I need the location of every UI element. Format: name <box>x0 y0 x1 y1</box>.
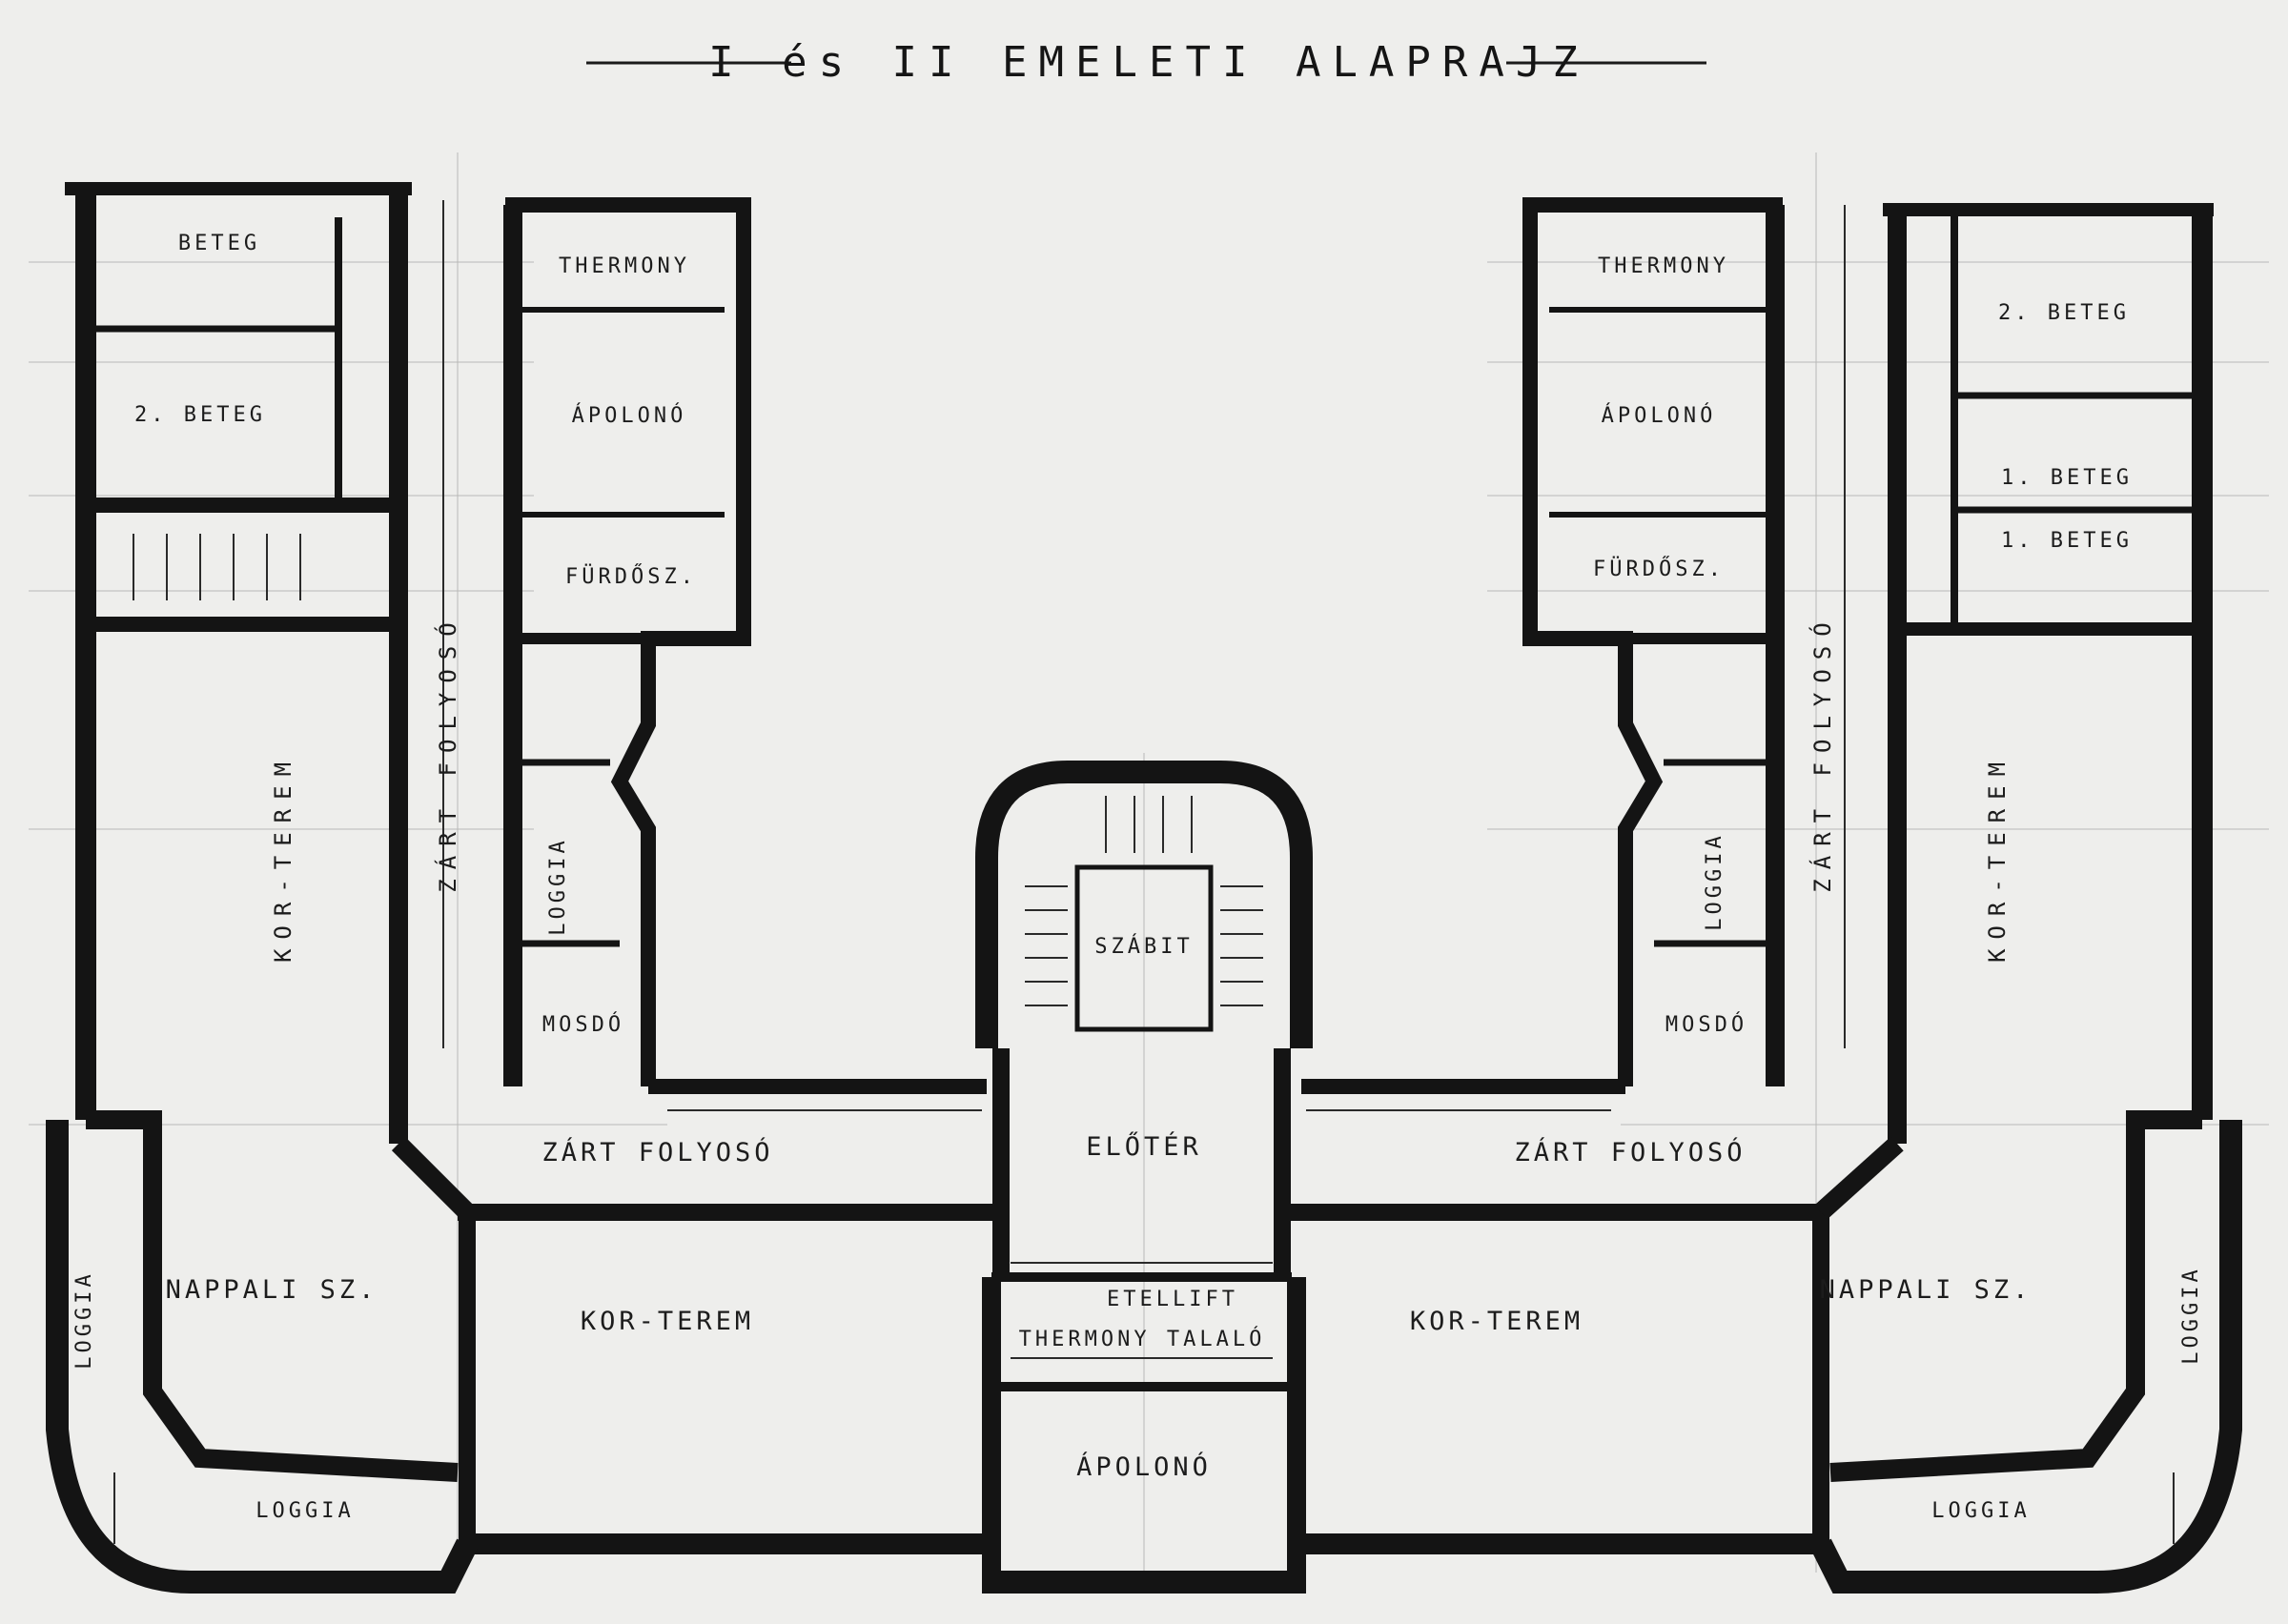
right-pavilion-chamfer <box>1814 1136 1904 1220</box>
label-nappali-r: NAPPALI SZ. <box>1820 1275 2033 1305</box>
label-zart-folyoso-lv: ZÁRT FOLYOSÓ <box>433 613 461 892</box>
label-kor-terem-lv: KOR-TEREM <box>270 753 296 963</box>
stair-well <box>1074 864 1214 1032</box>
label-beteg1a-r: 1. BETEG <box>2001 466 2133 490</box>
label-thermony-r: THERMONY <box>1598 254 1729 278</box>
left-pavilion-chamfer <box>391 1136 475 1220</box>
stair-treads <box>133 534 1263 1006</box>
label-loggia-r-v: LOGGIA <box>2179 1266 2203 1364</box>
label-loggia-br: LOGGIA <box>1931 1499 2030 1523</box>
plan-title: I és II EMELETI ALAPRAJZ <box>708 38 1589 87</box>
label-szabit: SZÁBIT <box>1094 934 1193 959</box>
label-loggia-l-v: LOGGIA <box>72 1270 96 1369</box>
label-kor-terem-br: KOR-TEREM <box>1410 1307 1583 1336</box>
label-furdo-l: FÜRDŐSZ. <box>565 564 697 589</box>
right-service-courtyard-wall <box>1522 197 1783 1086</box>
label-mosdo-r: MOSDÓ <box>1665 1012 1747 1037</box>
label-apolono-r: ÁPOLONÓ <box>1602 403 1717 428</box>
left-service-courtyard-wall <box>505 197 751 1086</box>
label-loggia-bl: LOGGIA <box>255 1499 354 1523</box>
walls <box>46 182 2242 1594</box>
left-pavilion-bay-wall <box>46 1120 478 1594</box>
label-mosdo-l: MOSDÓ <box>542 1012 624 1037</box>
thin-lines <box>113 200 2175 1544</box>
stair-tower-wall <box>975 761 1313 1048</box>
label-beteg2-tl: 2. BETEG <box>134 403 266 427</box>
label-beteg2-r: 2. BETEG <box>1998 301 2130 325</box>
label-loggia-rv: LOGGIA <box>1703 832 1726 930</box>
label-zart-folyoso-br: ZÁRT FOLYOSÓ <box>1514 1137 1746 1167</box>
label-apolono-l: ÁPOLONÓ <box>572 403 687 428</box>
label-thermony-talalo: THERMONY TALALÓ <box>1019 1327 1266 1351</box>
label-furdo-r: FÜRDŐSZ. <box>1593 557 1725 581</box>
label-eloter: ELŐTÉR <box>1086 1131 1202 1162</box>
label-apolono-c: ÁPOLONÓ <box>1076 1451 1212 1482</box>
room-labels: BETEG 2. BETEG THERMONY ÁPOLONÓ FÜRDŐSZ.… <box>72 232 2203 1523</box>
left-nappali-wall <box>86 1110 459 1482</box>
label-beteg-tl: BETEG <box>178 232 260 255</box>
label-nappali-l: NAPPALI SZ. <box>166 1275 378 1305</box>
label-etellift: ETELLIFT <box>1107 1288 1238 1311</box>
construction-grid <box>29 152 2269 1573</box>
label-kor-terem-bl: KOR-TEREM <box>581 1307 754 1336</box>
label-zart-folyoso-bl: ZÁRT FOLYOSÓ <box>541 1137 773 1167</box>
label-thermony-l: THERMONY <box>559 254 690 278</box>
label-beteg1b-r: 1. BETEG <box>2001 529 2133 553</box>
title-block: I és II EMELETI ALAPRAJZ <box>586 38 1706 87</box>
label-loggia-lv: LOGGIA <box>546 837 570 935</box>
label-kor-terem-rv: KOR-TEREM <box>1984 753 2011 963</box>
right-pavilion-bay-wall <box>1810 1120 2242 1594</box>
right-nappali-wall <box>1829 1110 2202 1482</box>
label-zart-folyoso-rv: ZÁRT FOLYOSÓ <box>1808 613 1836 892</box>
